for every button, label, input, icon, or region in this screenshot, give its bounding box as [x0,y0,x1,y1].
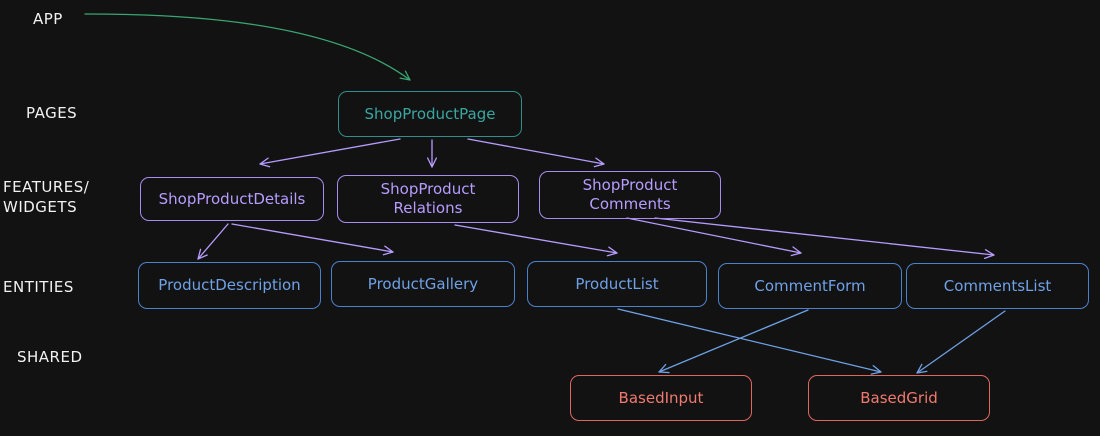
node-based-grid: BasedGrid [808,375,990,421]
arrowhead-icon [259,157,271,168]
layer-label-entities: ENTITIES [3,278,74,296]
arrow-shop-product-comments-to-comments-list [654,217,995,256]
node-label: ProductDescription [158,276,301,294]
arrowhead-icon [606,246,618,257]
arrowhead-icon [983,249,995,259]
arrow-shop-product-relations-to-product-list [454,224,618,254]
arrowhead-icon [870,365,882,375]
node-shop-product-page: ShopProductPage [338,91,522,137]
arrowhead-icon [399,70,411,81]
arrow-shop-product-page-to-shop-product-details [259,138,401,165]
arrow-shop-product-page-to-shop-product-comments [467,138,605,165]
node-label: ShopProduct Relations [380,180,476,217]
node-label: BasedInput [618,388,704,407]
arrow-comment-form-to-based-input [658,309,809,373]
node-comments-list: CommentsList [906,263,1089,309]
arrowhead-icon [593,157,605,168]
layer-label-features-widgets: FEATURES/ WIDGETS [3,178,90,216]
node-label: ShopProductPage [364,104,496,123]
node-label: BasedGrid [860,388,938,407]
arrowhead-icon [382,245,394,256]
arrowhead-icon [197,248,208,260]
arrow-shop-product-details-to-product-description [197,223,229,260]
arrowhead-icon [790,246,802,257]
node-shop-product-details: ShopProductDetails [140,177,324,221]
node-comment-form: CommentForm [718,263,902,309]
arrow-shop-product-comments-to-comment-form [626,217,802,254]
layer-label-pages: PAGES [26,104,78,122]
node-product-list: ProductList [527,261,707,307]
arrowhead-icon [427,157,437,168]
arrowhead-icon [916,363,928,374]
arrow-shop-product-details-to-product-gallery [231,223,394,253]
arrow-app-to-shop-product-page [84,13,411,81]
node-product-gallery: ProductGallery [331,261,515,307]
node-label: ShopProduct Comments [582,176,678,213]
node-label: ProductGallery [367,274,479,293]
node-shop-product-comments: ShopProduct Comments [539,171,721,219]
node-label: CommentForm [754,276,866,295]
arrowhead-icon [658,363,670,374]
node-label: ProductList [575,274,659,293]
node-based-input: BasedInput [570,375,752,421]
node-product-description: ProductDescription [138,262,321,309]
node-shop-product-relations: ShopProduct Relations [337,175,519,223]
layer-label-app: APP [33,10,63,28]
node-label: CommentsList [943,276,1052,295]
arrow-comments-list-to-based-grid [916,310,1006,374]
node-label: ShopProductDetails [158,189,306,208]
arrow-product-list-to-based-grid [617,308,882,373]
layer-label-shared: SHARED [17,348,83,366]
